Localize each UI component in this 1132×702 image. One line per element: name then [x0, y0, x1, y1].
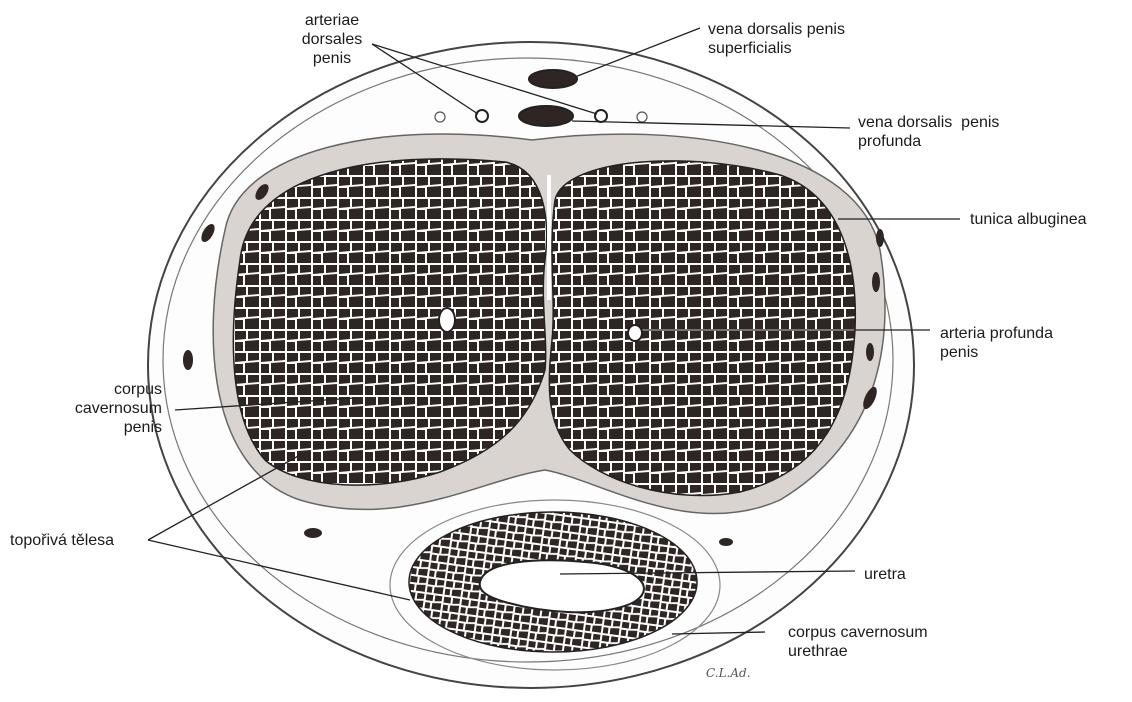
label-line: penis	[940, 343, 1053, 362]
vena-dorsalis-superficialis	[529, 70, 577, 88]
artist-signature: C.L.Ad.	[706, 664, 751, 683]
peripheral-vein	[183, 350, 193, 370]
nerve-dot-right	[637, 112, 647, 122]
vena-dorsalis-profunda	[519, 106, 573, 126]
label-line: arteriae	[282, 11, 382, 30]
label-vena-dorsalis-profunda: vena dorsalis penis profunda	[858, 113, 999, 151]
corpus-cavernosum-left	[233, 159, 546, 485]
label-line: corpus	[62, 380, 162, 399]
peripheral-vein	[876, 229, 884, 247]
label-line: uretra	[864, 565, 906, 584]
label-uretra: uretra	[864, 565, 906, 584]
nerve-dot-left	[435, 112, 445, 122]
arteria-profunda-right	[628, 325, 642, 341]
label-line: tunica albuginea	[970, 210, 1087, 229]
label-toporiva-telesa: topořivá tělesa	[10, 531, 114, 550]
label-line: dorsales	[282, 30, 382, 49]
label-line: superficialis	[708, 39, 845, 58]
label-line: profunda	[858, 132, 999, 151]
label-corpus-cavernosum-urethrae: corpus cavernosum urethrae	[788, 623, 928, 661]
corpus-cavernosum-right	[549, 161, 855, 496]
peripheral-vein	[872, 272, 880, 292]
label-arteria-profunda-penis: arteria profunda penis	[940, 324, 1053, 362]
label-arteriae-dorsales-penis: arteriae dorsales penis	[282, 11, 382, 68]
label-line: vena dorsalis penis	[708, 20, 845, 39]
label-line: penis	[62, 418, 162, 437]
label-line: corpus cavernosum	[788, 623, 928, 642]
label-line: urethrae	[788, 642, 928, 661]
label-line: topořivá tělesa	[10, 531, 114, 550]
signature-text: C.L.Ad.	[706, 664, 751, 683]
arteria-dorsalis-left	[476, 110, 488, 122]
peripheral-vein	[304, 528, 322, 538]
peripheral-vein	[866, 343, 874, 361]
label-corpus-cavernosum-penis: corpus cavernosum penis	[62, 380, 162, 437]
label-line: vena dorsalis penis	[858, 113, 999, 132]
label-vena-dorsalis-superficialis: vena dorsalis penis superficialis	[708, 20, 845, 58]
label-line: penis	[282, 49, 382, 68]
label-tunica-albuginea: tunica albuginea	[970, 210, 1087, 229]
label-line: arteria profunda	[940, 324, 1053, 343]
peripheral-vein	[719, 538, 733, 546]
label-line: cavernosum	[62, 399, 162, 418]
arteria-profunda-left	[439, 308, 455, 332]
arteria-dorsalis-right	[595, 110, 607, 122]
